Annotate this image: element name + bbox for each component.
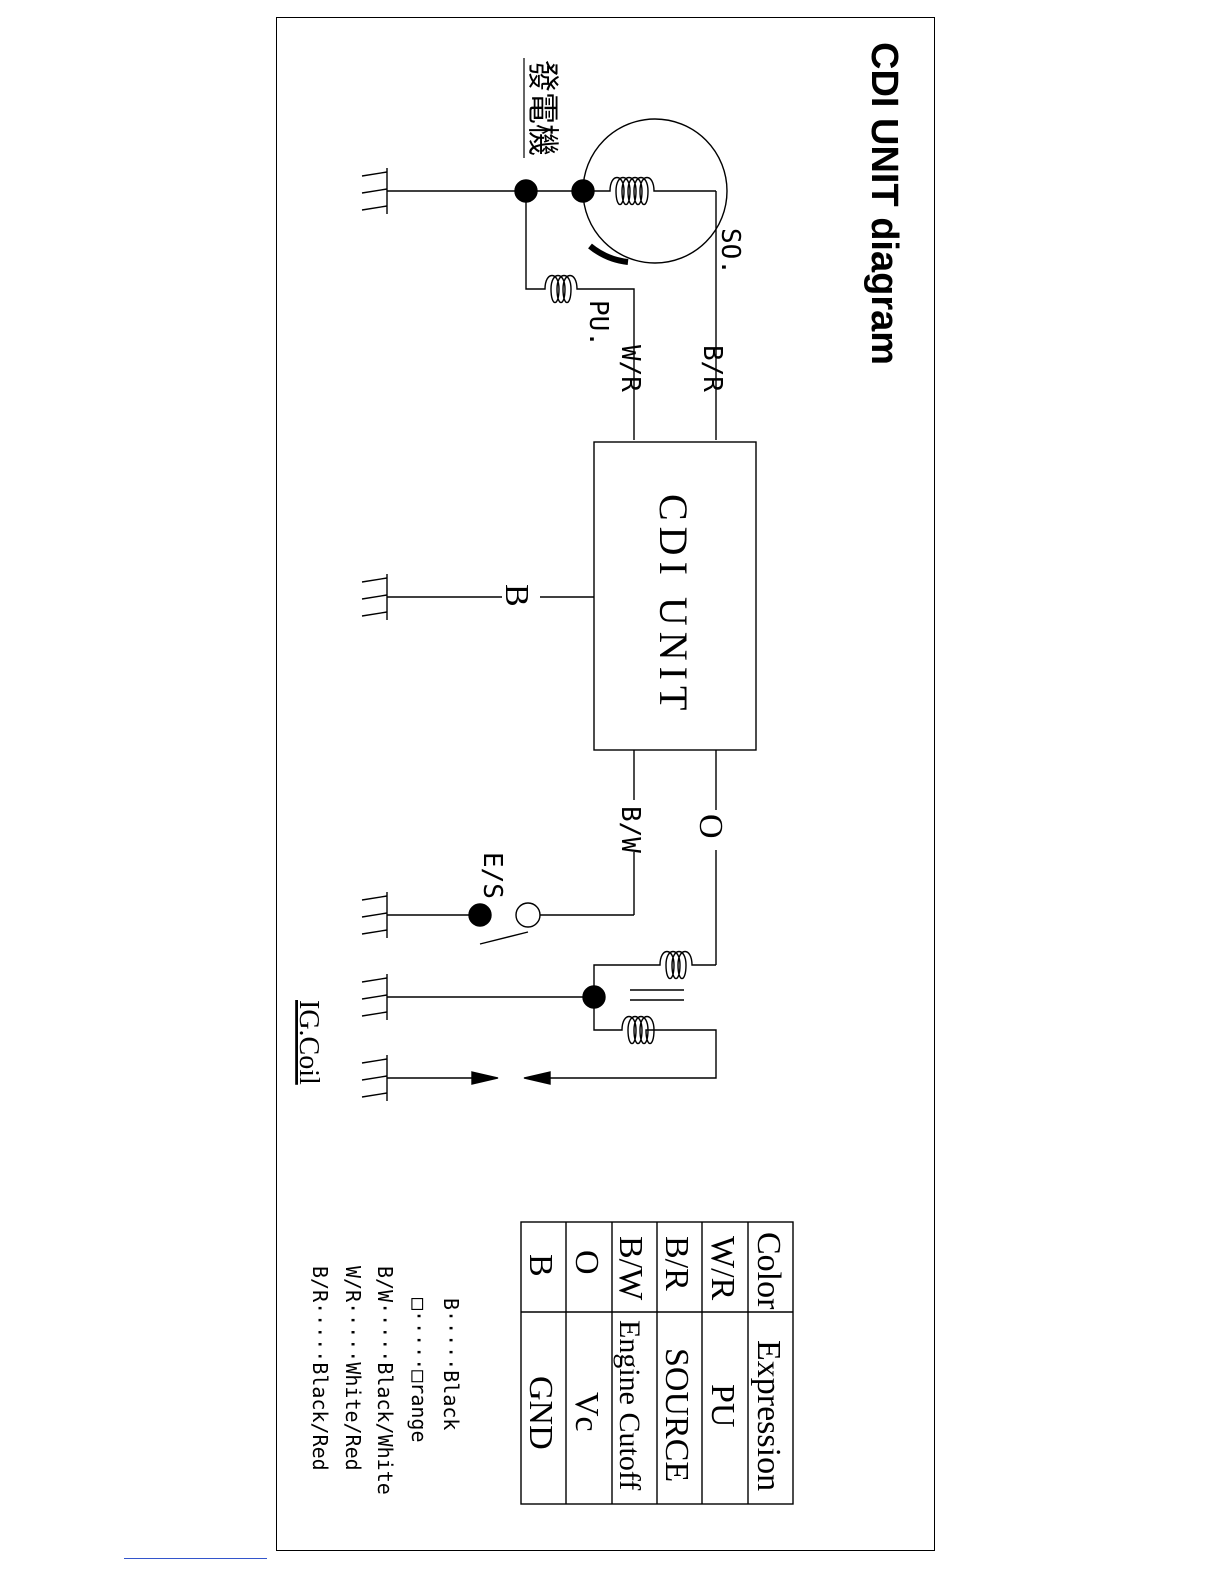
pickup-coil bbox=[526, 191, 634, 440]
wire-label-b: B bbox=[498, 584, 535, 607]
table-cell: B bbox=[522, 1254, 559, 1277]
page-title: CDI UNIT diagram bbox=[863, 42, 905, 365]
wire-label-o: O bbox=[692, 814, 729, 839]
table-cell: PU bbox=[704, 1384, 741, 1427]
wire-label-br: B/R bbox=[697, 345, 727, 392]
source-coil bbox=[590, 178, 716, 205]
table-header-expression: Expression bbox=[750, 1340, 787, 1491]
table-cell: B/W bbox=[612, 1236, 649, 1301]
spark-gap-arrow bbox=[472, 1072, 498, 1084]
table-cell: Engine Cutoff bbox=[613, 1320, 646, 1490]
ground-symbol bbox=[362, 574, 387, 620]
table-cell: Vc bbox=[568, 1392, 605, 1432]
switch-lever bbox=[480, 932, 528, 944]
generator-label: 發電機 bbox=[524, 60, 562, 156]
legend-item: B·····Black bbox=[439, 1298, 463, 1430]
table-cell: GND bbox=[522, 1376, 559, 1450]
table-cell: SOURCE bbox=[658, 1348, 695, 1482]
spark-gap-arrow bbox=[524, 1072, 550, 1084]
legend-item: B/R·····Black/Red bbox=[308, 1266, 332, 1471]
table-cell: W/R bbox=[704, 1236, 741, 1301]
legend-item: W/R·····White/Red bbox=[341, 1266, 365, 1471]
wire-label-es: E/S bbox=[477, 852, 507, 899]
ground-symbol bbox=[362, 1055, 387, 1101]
ig-coil-secondary bbox=[550, 997, 716, 1078]
ground-symbol bbox=[362, 892, 387, 938]
wire-label-so: SO. bbox=[715, 228, 745, 275]
wire-label-wr: W/R bbox=[615, 345, 645, 392]
wire-label-pu: PU. bbox=[583, 300, 613, 347]
ig-coil-label: IG.Coil bbox=[293, 1000, 324, 1085]
wire-label-bw: B/W bbox=[615, 806, 645, 853]
table-cell: B/R bbox=[658, 1236, 695, 1291]
ground-symbol bbox=[362, 974, 387, 1020]
generator-rotor-arc bbox=[590, 246, 628, 262]
ground-symbol bbox=[362, 168, 387, 214]
switch-contact bbox=[516, 903, 540, 927]
cdi-unit-label: CDI UNIT bbox=[651, 494, 696, 716]
legend-item: B/W·····Black/White bbox=[373, 1266, 397, 1495]
table-cell: O bbox=[568, 1250, 605, 1275]
legend-item: □·····□range bbox=[407, 1298, 431, 1443]
table-header-color: Color bbox=[750, 1232, 787, 1310]
